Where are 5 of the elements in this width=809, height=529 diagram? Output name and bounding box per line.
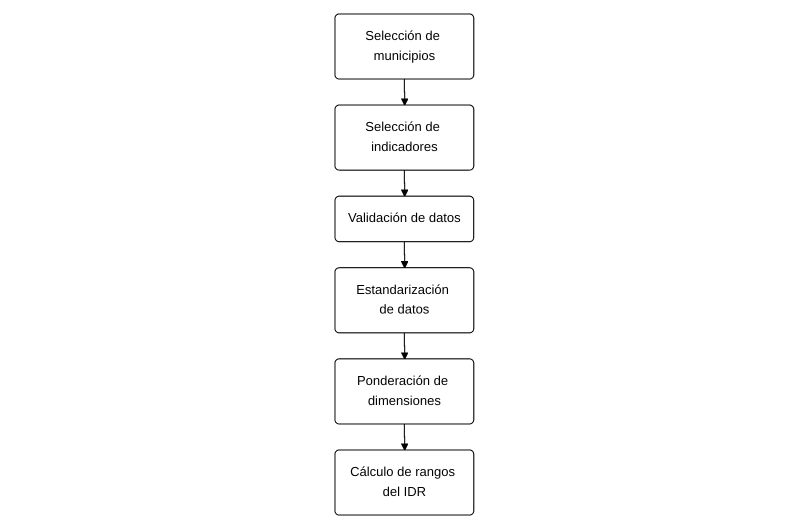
arrow xyxy=(401,242,409,269)
arrow xyxy=(401,170,409,197)
arrow xyxy=(401,332,409,360)
arrow xyxy=(401,78,409,106)
arrow xyxy=(401,424,409,451)
